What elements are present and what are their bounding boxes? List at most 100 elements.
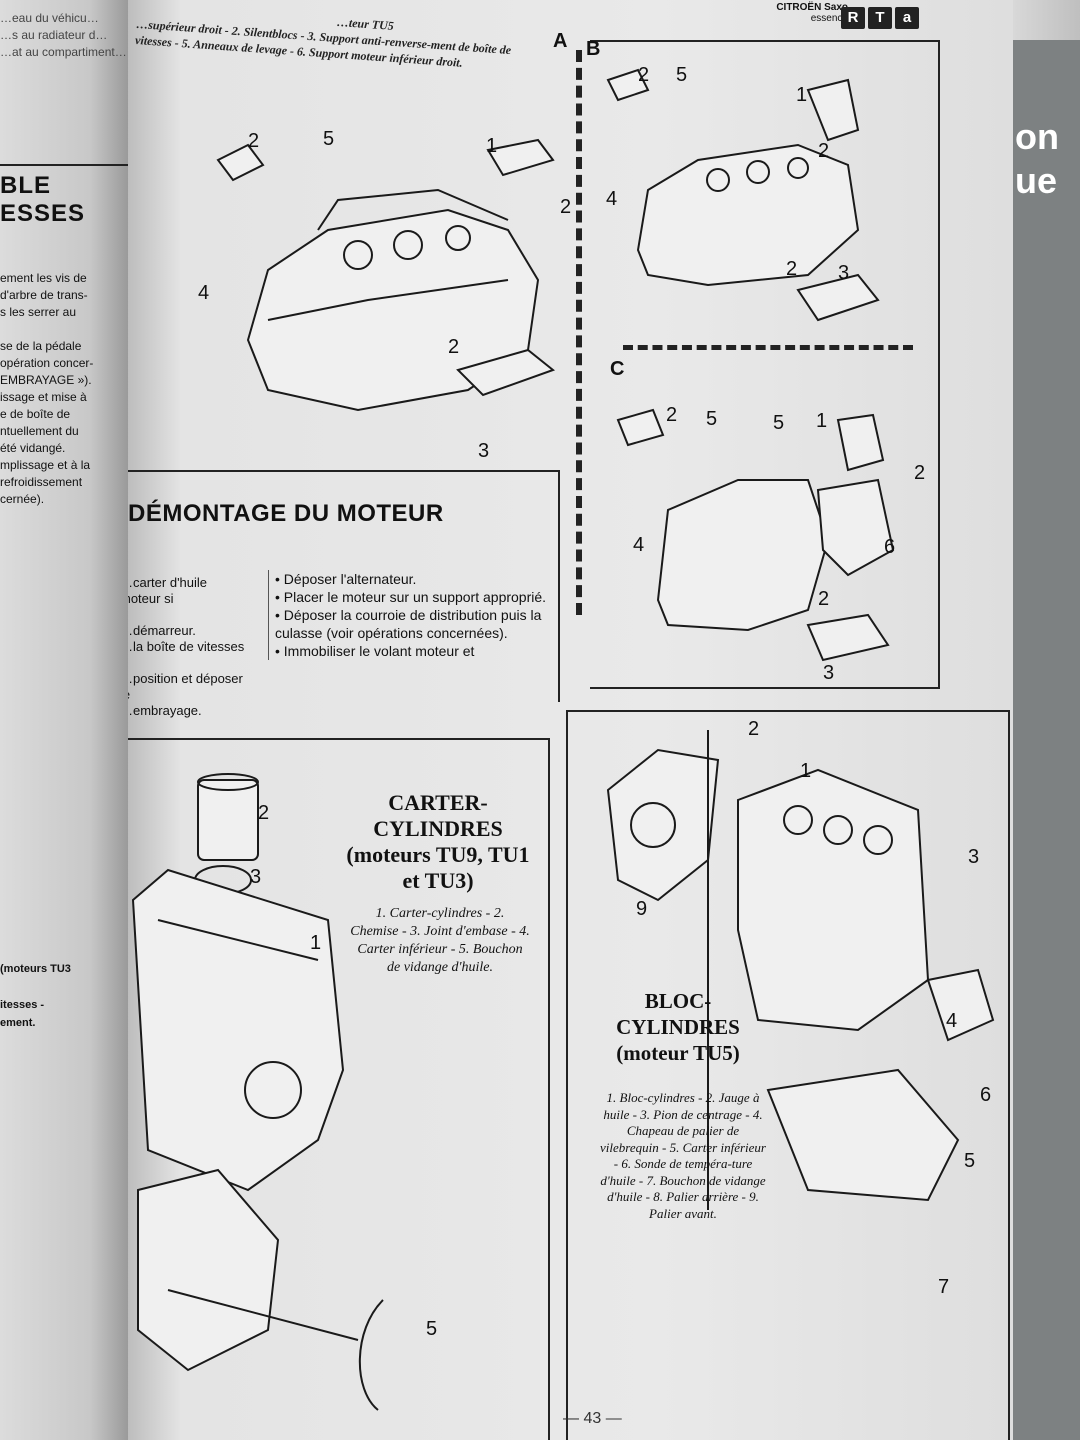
- bloc-caption: 1. Bloc-cylindres - 2. Jauge à huile - 3…: [600, 1090, 766, 1221]
- text-line: [0, 978, 128, 996]
- text-line: itesses -: [0, 999, 45, 1011]
- callout-number: 2: [448, 336, 460, 358]
- carter-title: CARTER-CYLINDRES (moteurs TU9, TU1 et TU…: [346, 790, 530, 893]
- section-label-b: B: [586, 38, 601, 60]
- callout-number: 1: [310, 932, 322, 954]
- brand-sub: essence: [810, 13, 848, 24]
- callout-number: 5: [706, 408, 718, 430]
- callout-number: 7: [938, 1276, 950, 1298]
- text-line: opération concer-: [0, 356, 94, 370]
- callout-number: 4: [198, 282, 210, 304]
- figure-caption-top: …teur TU5 …supérieur droit - 2. Silentbl…: [135, 0, 537, 76]
- text-line: [128, 655, 248, 671]
- brand-name: CITROËN Saxo: [776, 2, 848, 13]
- callout-number: 2: [248, 130, 260, 152]
- callout-number: 2: [258, 802, 270, 824]
- text-line: cernée).: [0, 492, 45, 506]
- text-line: …démarreur.: [128, 623, 196, 638]
- text-line: …embrayage.: [128, 703, 202, 718]
- callout-number: 4: [633, 534, 645, 556]
- cover-text: on ue: [1015, 116, 1059, 201]
- callout-number: 6: [884, 536, 896, 558]
- carter-caption: 1. Carter-cylindres - 2. Chemise - 3. Jo…: [350, 906, 530, 975]
- callout-number: 2: [914, 462, 926, 484]
- text-line: s les serrer au: [0, 305, 77, 319]
- callout-number: 3: [478, 440, 490, 462]
- callout-number: 3: [250, 866, 262, 888]
- text-line: (moteurs TU3: [0, 963, 71, 975]
- bloc-cylindres-figure: [566, 710, 1010, 1440]
- text-line: refroidissement: [0, 475, 83, 489]
- text-line: e de boîte de: [0, 407, 71, 421]
- callout-number: 3: [968, 846, 980, 868]
- text-line: EMBRAYAGE »).: [0, 373, 92, 387]
- logo-letter: a: [895, 7, 919, 29]
- callout-number: 2: [786, 258, 798, 280]
- logo-letter: T: [868, 7, 892, 29]
- callout-number: 5: [773, 412, 785, 434]
- engine-illustration-b: [606, 68, 880, 322]
- demontage-left-column: …carter d'huile moteur si …démarreur. …l…: [128, 575, 248, 719]
- text-line: …at au compartiment…: [0, 45, 127, 59]
- instruction-step: • Déposer la courroie de distribution pu…: [275, 607, 542, 641]
- callout-number: 5: [964, 1150, 976, 1172]
- text-line: été vidangé.: [0, 441, 66, 455]
- callout-number: 9: [636, 898, 648, 920]
- left-page-top-text: …eau du véhicu… …s au radiateur d… …at a…: [0, 10, 128, 61]
- callout-number: 1: [486, 135, 498, 157]
- manual-page: …teur TU5 …supérieur droit - 2. Silentbl…: [128, 0, 1013, 1440]
- callout-number: 1: [800, 760, 812, 782]
- callout-number: 5: [676, 64, 688, 86]
- callout-number: 3: [838, 262, 850, 284]
- left-page: …eau du véhicu… …s au radiateur d… …at a…: [0, 0, 128, 1440]
- text-line: [0, 321, 128, 338]
- engine-illustration-a: [216, 138, 556, 412]
- callout-number: 2: [638, 64, 650, 86]
- text-line: ement les vis de: [0, 271, 87, 285]
- text-line: se de la pédale: [0, 339, 82, 353]
- callout-number: 3: [823, 662, 835, 684]
- instruction-step: • Déposer l'alternateur.: [275, 571, 417, 587]
- callout-number: 5: [426, 1318, 438, 1340]
- text-line: ntuellement du: [0, 424, 79, 438]
- text-line: …carter d'huile moteur si: [128, 575, 208, 606]
- text-line: mplissage et à la: [0, 458, 91, 472]
- section-label-c: C: [610, 358, 625, 380]
- left-page-footer-text: (moteurs TU3 itesses - ement.: [0, 960, 128, 1032]
- title-line: BLE: [0, 172, 51, 199]
- callout-number: 2: [748, 718, 760, 740]
- section-label-a: A: [553, 30, 568, 52]
- page-number: — 43 —: [563, 1410, 622, 1427]
- callout-number: 1: [816, 410, 828, 432]
- engine-illustration-c: [616, 408, 895, 662]
- instruction-step: • Immobiliser le volant moteur et: [275, 643, 475, 659]
- text-line: …s au radiateur d…: [0, 28, 108, 42]
- carter-cylindres-figure: [128, 738, 550, 1440]
- callout-number: 2: [666, 404, 678, 426]
- callout-number: 4: [946, 1010, 958, 1032]
- text-line: ement.: [0, 1017, 36, 1029]
- callout-number: 2: [818, 588, 830, 610]
- left-page-section-title: BLE ESSES: [0, 164, 128, 238]
- callout-number: 1: [796, 84, 808, 106]
- text-line: …la boîte de vitesses: [128, 639, 245, 654]
- instruction-step: • Placer le moteur sur un support approp…: [275, 589, 547, 605]
- text-line: …position et déposer le: [128, 671, 243, 702]
- text-line: [128, 607, 248, 623]
- figure-frame-b-c: [590, 40, 940, 689]
- brand-label: CITROËN Saxo essence: [738, 2, 848, 24]
- carter-illustration: [131, 773, 384, 1411]
- rta-logo: R T a: [841, 7, 919, 29]
- logo-letter: R: [841, 7, 865, 29]
- callout-number: 2: [560, 196, 572, 218]
- separator-dashed-vertical: [576, 50, 582, 615]
- next-cover: [1003, 40, 1080, 1440]
- text-line: d'arbre de trans-: [0, 288, 88, 302]
- text-line: …eau du véhicu…: [0, 11, 99, 25]
- bloc-title: BLOC-CYLINDRES (moteur TU5): [616, 989, 740, 1065]
- callout-number: 2: [818, 140, 830, 162]
- left-page-body: ement les vis de d'arbre de trans- s les…: [0, 270, 128, 508]
- demontage-right-column: • Déposer l'alternateur. • Placer le mot…: [268, 570, 555, 660]
- section-title-demontage: DÉMONTAGE DU MOTEUR: [128, 500, 444, 527]
- title-line: ESSES: [0, 200, 86, 227]
